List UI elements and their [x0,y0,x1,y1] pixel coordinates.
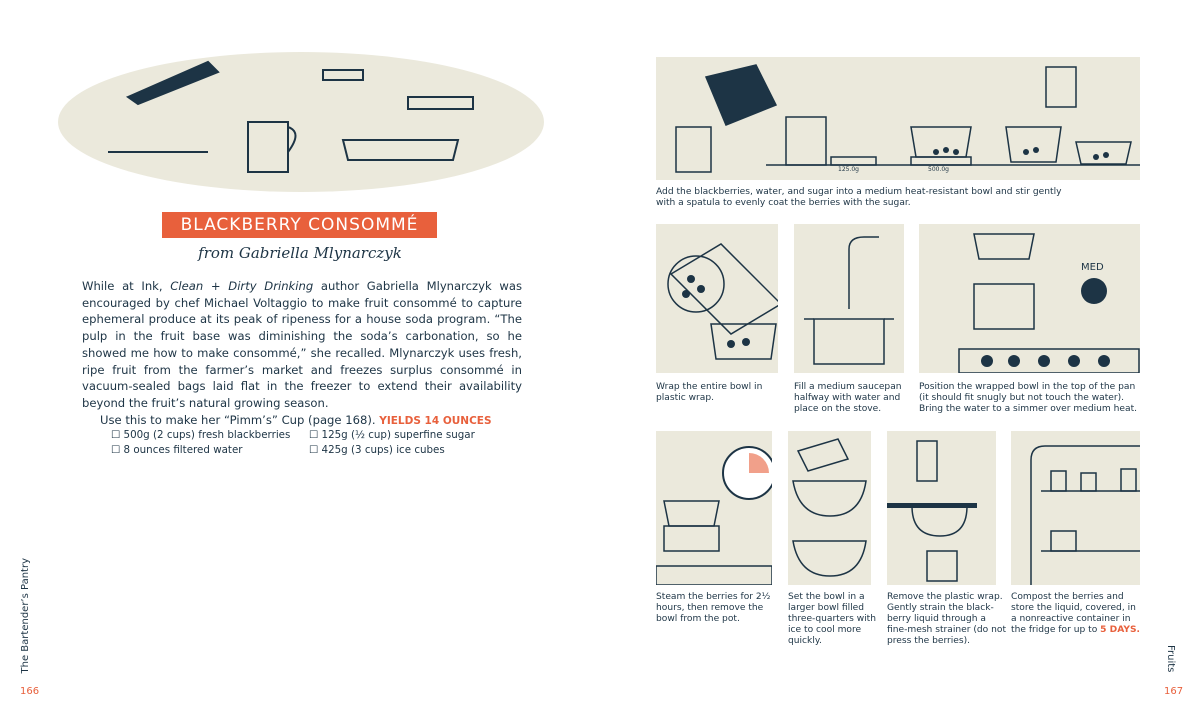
ingredient-list-2: ☐ 125g (½ cup) superfine sugar ☐ 425g (3… [309,428,475,458]
step-caption-last: Compost the berries and store the liquid… [1011,592,1140,635]
wrap-bowl-drawing [667,243,778,360]
mixing-drawing: 125.0g 500.0g [675,64,1140,173]
step-caption: Remove the plastic wrap. Gently strain t… [887,592,1007,646]
equipment-illustration [58,52,544,192]
storage-duration: 5 DAYS. [1100,625,1140,635]
ingredient[interactable]: ☐ 425g (3 cups) ice cubes [309,444,445,456]
heat-label: MED [1081,262,1104,273]
yield: YIELDS 14 OUNCES [379,414,492,427]
scale-label: 125.0g [838,166,859,173]
page-number-left: 166 [20,686,40,697]
step-1-illustration: 125.0g 500.0g [656,57,1140,180]
ingredient[interactable]: ☐ 500g (2 cups) fresh blackberries [111,429,291,441]
page-number-right: 167 [1164,686,1184,697]
step-caption: Steam the berries for 2½ hours, then rem… [656,592,771,624]
saucepan-drawing [804,236,894,365]
ingredient[interactable]: ☐ 125g (½ cup) superfine sugar [309,429,475,441]
step-caption: Add the blackberries, water, and sugar i… [656,187,1062,208]
steam-timer-drawing [656,446,772,585]
fridge-drawing [1030,445,1140,585]
equipment-drawing [108,60,474,173]
step-5-illustration [656,431,772,585]
step-caption: Wrap the entire bowl in plastic wrap. [656,382,763,403]
ingredient-list-1: ☐ 500g (2 cups) fresh blackberries ☐ 8 o… [111,428,290,458]
step-caption: Set the bowl in a larger bowl filled thr… [788,592,877,646]
recipe-intro: While at Ink, Clean + Dirty Drinking aut… [82,278,522,429]
running-head-right: Fruits [1165,645,1176,673]
strainer-drawing [887,440,977,582]
book-title: Clean + Dirty Drinking [170,279,314,293]
recipe-byline: from Gabriella Mlynarczyk [198,244,402,262]
running-head-left: The Bartender’s Pantry [20,558,31,674]
step-2-illustration [656,224,778,373]
intro-text: While at Ink, [82,279,171,293]
scale-label: 500.0g [928,166,949,173]
ice-bath-drawing [792,438,867,577]
step-3-illustration [794,224,904,373]
step-4-illustration: MED [919,224,1140,373]
step-8-illustration [1011,431,1140,585]
use-note: Use this to make her “Pimm’s” Cup (page … [100,412,376,427]
step-6-illustration [788,431,871,585]
step-7-illustration [887,431,996,585]
step-caption: Position the wrapped bowl in the top of … [919,382,1138,414]
step-caption: Fill a medium saucepan halfway with wate… [794,382,902,414]
stove-drawing: MED [958,233,1140,373]
intro-text-cont: author Gabriella Mlynarczyk was encourag… [82,279,522,410]
ingredient[interactable]: ☐ 8 ounces filtered water [111,444,243,456]
recipe-title: BLACKBERRY CONSOMMÉ [162,212,437,238]
